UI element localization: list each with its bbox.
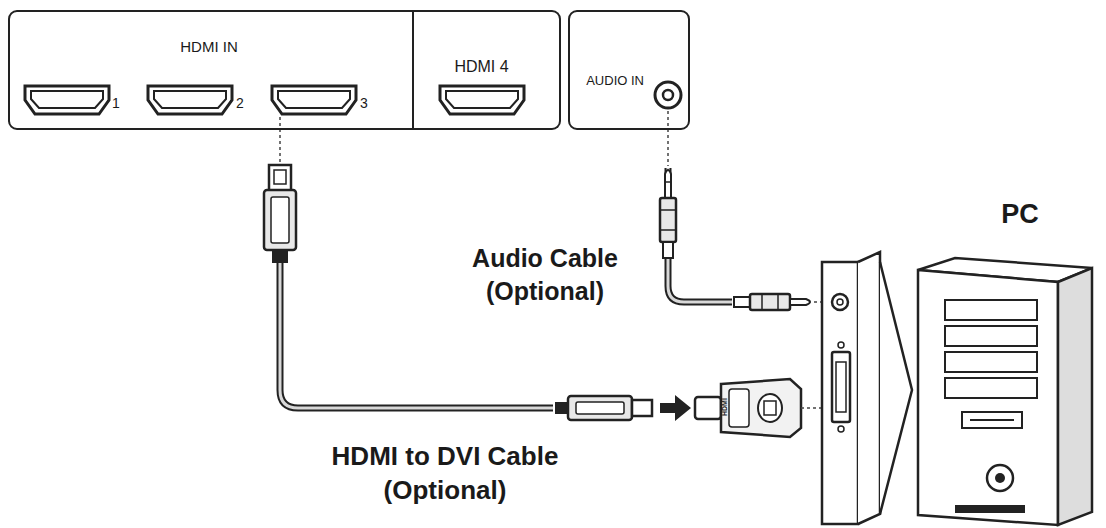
pc-back-panel [822, 252, 912, 524]
port-number: 1 [112, 96, 128, 110]
port-number: 2 [236, 96, 252, 110]
node-text: PC [980, 198, 1060, 230]
cable-label: HDMI to DVI Cable (Optional) [280, 440, 610, 508]
node-text: AUDIO IN [586, 72, 644, 90]
audio-plug [660, 110, 676, 258]
audio-in-panel: AUDIO IN [568, 10, 690, 130]
cable [668, 130, 820, 302]
port-number: 3 [360, 96, 376, 110]
hdmi-4-panel: HDMI 4 [410, 10, 561, 130]
cable [280, 130, 820, 408]
hdmi-plug [264, 117, 296, 263]
cable-outline [280, 130, 820, 408]
cable-core [668, 130, 820, 302]
pc: PC [820, 192, 1100, 526]
audio-jack [655, 82, 681, 108]
node-text: HDMI IN [10, 38, 408, 56]
cable-label: Audio Cable (Optional) [445, 242, 645, 307]
node-text: HDMI 4 [410, 57, 553, 76]
adapter-marking: HDMI [721, 386, 728, 416]
hdmi-in-panel: HDMI IN [8, 10, 414, 130]
hdmi-dvi-adapter [540, 379, 834, 437]
cable-core [280, 130, 820, 408]
hdmi-port [25, 86, 524, 114]
pc-tower [918, 258, 1092, 525]
audio-plug [732, 291, 836, 313]
cable-outline [668, 130, 820, 302]
